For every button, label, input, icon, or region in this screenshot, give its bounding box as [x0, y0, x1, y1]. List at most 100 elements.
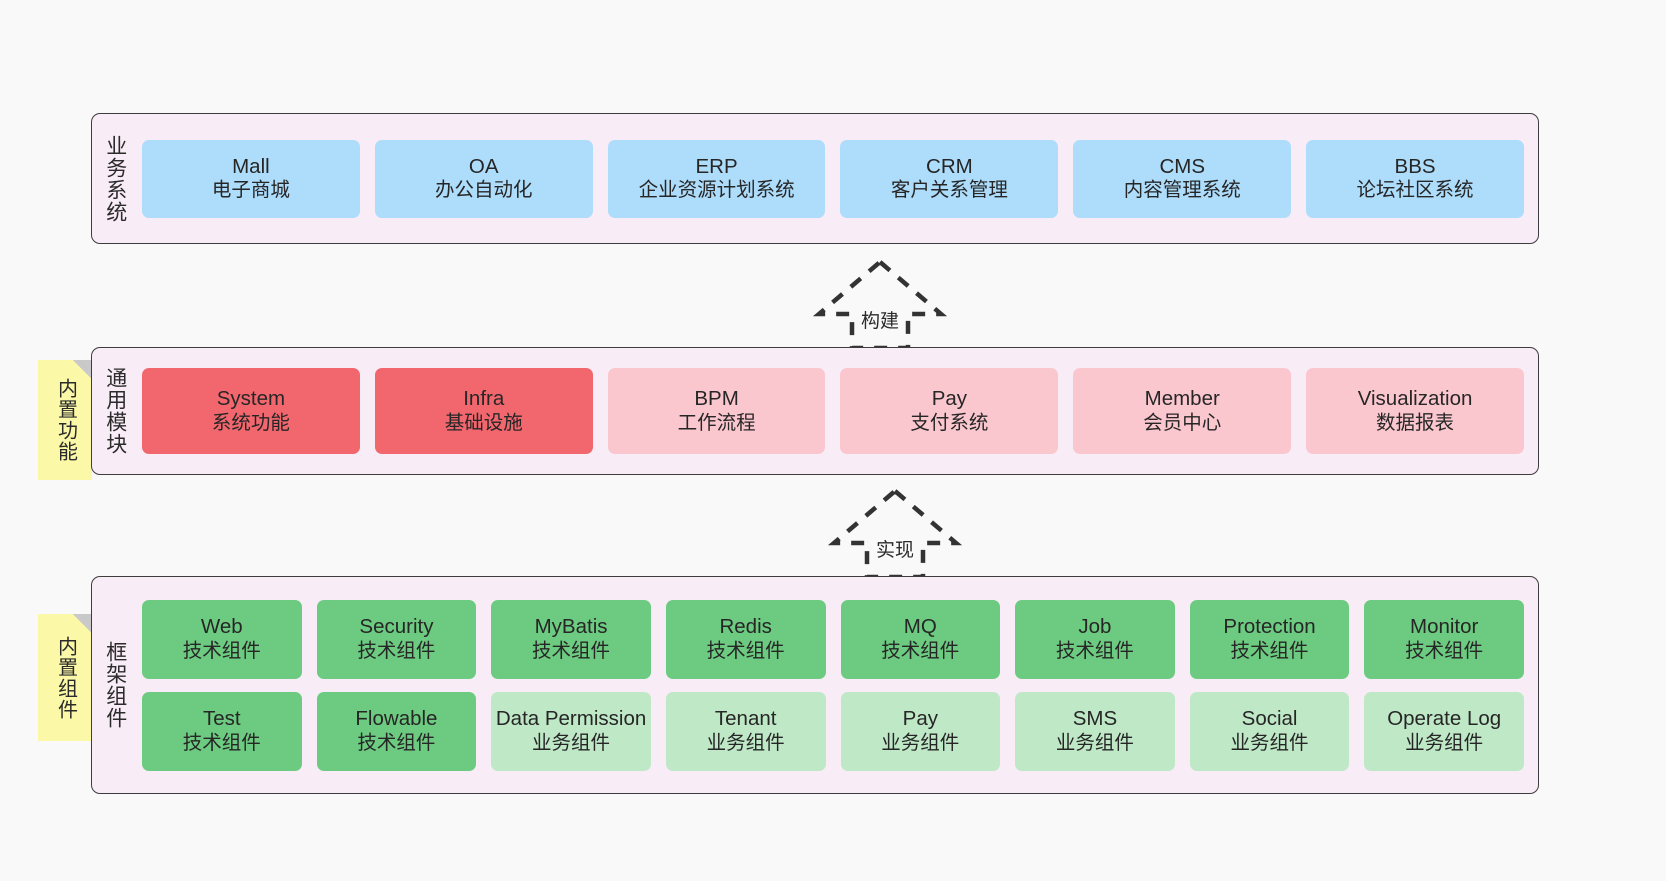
layer-business-title: 业务系统 — [103, 134, 127, 223]
card-security[interactable]: Security 技术组件 — [316, 599, 477, 679]
card-title: Pay — [902, 707, 938, 730]
card-subtitle: 业务组件 — [881, 731, 960, 754]
note-fold-corner — [73, 614, 92, 633]
framework-row-technical: Web 技术组件 Security 技术组件 MyBatis 技术组件 Redi… — [142, 599, 1524, 679]
card-sms[interactable]: SMS 业务组件 — [1015, 691, 1175, 771]
card-erp[interactable]: ERP 企业资源计划系统 — [607, 139, 826, 218]
card-title: Infra — [463, 387, 505, 410]
card-title: BBS — [1394, 154, 1436, 178]
card-title: Tenant — [714, 707, 777, 730]
card-subtitle: 技术组件 — [182, 639, 261, 662]
card-title: Data Permission — [495, 707, 647, 730]
card-title: Security — [359, 615, 434, 638]
card-subtitle: 客户关系管理 — [890, 179, 1008, 202]
card-subtitle: 技术组件 — [357, 639, 436, 662]
card-subtitle: 基础设施 — [444, 411, 523, 434]
card-infra[interactable]: Infra 基础设施 — [374, 368, 593, 454]
card-title: CMS — [1159, 154, 1205, 178]
card-mybatis[interactable]: MyBatis 技术组件 — [491, 599, 651, 679]
card-subtitle: 业务组件 — [1405, 731, 1484, 754]
layer-modules-cards: System 系统功能 Infra 基础设施 BPM 工作流程 Pay 支付系统… — [138, 348, 1538, 474]
card-system[interactable]: System 系统功能 — [142, 368, 360, 454]
card-operate-log[interactable]: Operate Log 业务组件 — [1364, 691, 1524, 771]
card-subtitle: 业务组件 — [1055, 731, 1134, 754]
card-title: MQ — [903, 615, 937, 638]
card-title: Flowable — [355, 707, 438, 730]
arrow-implement: 实现 — [810, 485, 980, 583]
card-subtitle: 会员中心 — [1143, 411, 1222, 434]
card-subtitle: 办公自动化 — [434, 179, 533, 202]
card-protection[interactable]: Protection 技术组件 — [1189, 599, 1350, 679]
card-title: SMS — [1072, 707, 1118, 730]
card-data-permission[interactable]: Data Permission 业务组件 — [491, 691, 651, 771]
card-title: System — [216, 387, 286, 410]
card-subtitle: 业务组件 — [532, 731, 611, 754]
card-title: Member — [1144, 387, 1220, 410]
card-subtitle: 技术组件 — [182, 731, 261, 754]
card-title: Mall — [232, 154, 270, 178]
card-web[interactable]: Web 技术组件 — [142, 599, 302, 679]
card-title: OA — [468, 154, 499, 178]
card-subtitle: 论坛社区系统 — [1356, 179, 1474, 202]
card-title: Monitor — [1410, 615, 1479, 638]
card-mall[interactable]: Mall 电子商城 — [142, 139, 360, 218]
layer-framework-rows: Web 技术组件 Security 技术组件 MyBatis 技术组件 Redi… — [138, 577, 1538, 793]
card-subtitle: 技术组件 — [881, 639, 960, 662]
card-flowable[interactable]: Flowable 技术组件 — [316, 691, 477, 771]
card-subtitle: 技术组件 — [1230, 639, 1309, 662]
card-tenant[interactable]: Tenant 业务组件 — [665, 691, 826, 771]
arrow-implement-shape — [827, 488, 963, 580]
card-title: Test — [203, 707, 241, 730]
card-subtitle: 支付系统 — [910, 411, 989, 434]
card-redis[interactable]: Redis 技术组件 — [665, 599, 826, 679]
layer-common-modules: 通用模块 System 系统功能 Infra 基础设施 BPM 工作流程 Pay… — [91, 347, 1539, 475]
arrow-build: 构建 — [795, 256, 965, 354]
card-social[interactable]: Social 业务组件 — [1189, 691, 1350, 771]
card-test[interactable]: Test 技术组件 — [142, 691, 302, 771]
note-builtin-components: 内置组件 — [38, 614, 92, 741]
card-title: Social — [1241, 707, 1298, 730]
card-subtitle: 企业资源计划系统 — [638, 179, 795, 202]
arrow-implement-label: 实现 — [874, 535, 916, 562]
card-title: Protection — [1223, 615, 1316, 638]
layer-modules-title: 通用模块 — [103, 367, 127, 455]
card-title: MyBatis — [534, 615, 608, 638]
card-subtitle: 技术组件 — [532, 639, 611, 662]
card-subtitle: 工作流程 — [677, 411, 756, 434]
card-subtitle: 技术组件 — [1055, 639, 1134, 662]
arrow-build-label: 构建 — [859, 306, 901, 333]
arrow-build-shape — [812, 259, 948, 351]
card-crm[interactable]: CRM 客户关系管理 — [840, 139, 1059, 218]
card-subtitle: 业务组件 — [1230, 731, 1309, 754]
card-bpm[interactable]: BPM 工作流程 — [607, 368, 826, 454]
card-job[interactable]: Job 技术组件 — [1015, 599, 1175, 679]
card-subtitle: 数据报表 — [1376, 411, 1455, 434]
card-subtitle: 技术组件 — [357, 731, 436, 754]
card-mq[interactable]: MQ 技术组件 — [840, 599, 1001, 679]
card-title: Pay — [931, 387, 968, 410]
card-member[interactable]: Member 会员中心 — [1073, 368, 1292, 454]
card-title: Job — [1078, 615, 1112, 638]
card-visualization[interactable]: Visualization 数据报表 — [1306, 368, 1524, 454]
layer-business-system: 业务系统 Mall 电子商城 OA 办公自动化 ERP 企业资源计划系统 CRM… — [91, 113, 1539, 244]
card-oa[interactable]: OA 办公自动化 — [374, 139, 593, 218]
card-pay-component[interactable]: Pay 业务组件 — [840, 691, 1001, 771]
card-title: BPM — [694, 387, 739, 410]
card-cms[interactable]: CMS 内容管理系统 — [1073, 139, 1292, 218]
card-subtitle: 业务组件 — [706, 731, 785, 754]
card-monitor[interactable]: Monitor 技术组件 — [1364, 599, 1524, 679]
layer-business-cards: Mall 电子商城 OA 办公自动化 ERP 企业资源计划系统 CRM 客户关系… — [138, 114, 1538, 243]
card-pay-module[interactable]: Pay 支付系统 — [840, 368, 1059, 454]
note-label: 内置功能 — [54, 378, 77, 462]
card-subtitle: 技术组件 — [706, 639, 785, 662]
card-title: Redis — [719, 615, 772, 638]
card-title: Operate Log — [1387, 707, 1502, 730]
card-title: ERP — [695, 154, 738, 178]
card-subtitle: 技术组件 — [1405, 639, 1484, 662]
framework-row-business: Test 技术组件 Flowable 技术组件 Data Permission … — [142, 691, 1524, 771]
card-title: Web — [200, 615, 243, 638]
note-builtin-features: 内置功能 — [38, 360, 92, 480]
layer-framework-components: 框架组件 Web 技术组件 Security 技术组件 MyBatis 技术组件… — [91, 576, 1539, 794]
card-bbs[interactable]: BBS 论坛社区系统 — [1306, 139, 1524, 218]
